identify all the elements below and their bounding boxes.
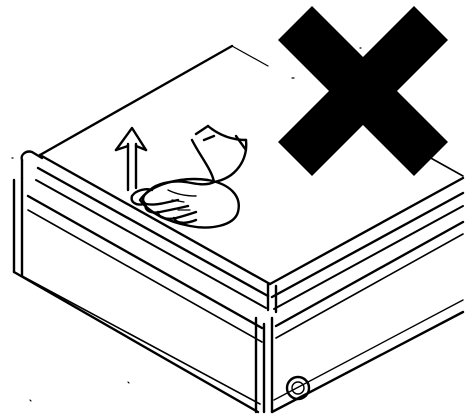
up-arrow-icon [116, 128, 146, 190]
lid-rim [22, 152, 463, 312]
x-mark-icon [278, 6, 448, 176]
base-right-side [272, 222, 463, 412]
